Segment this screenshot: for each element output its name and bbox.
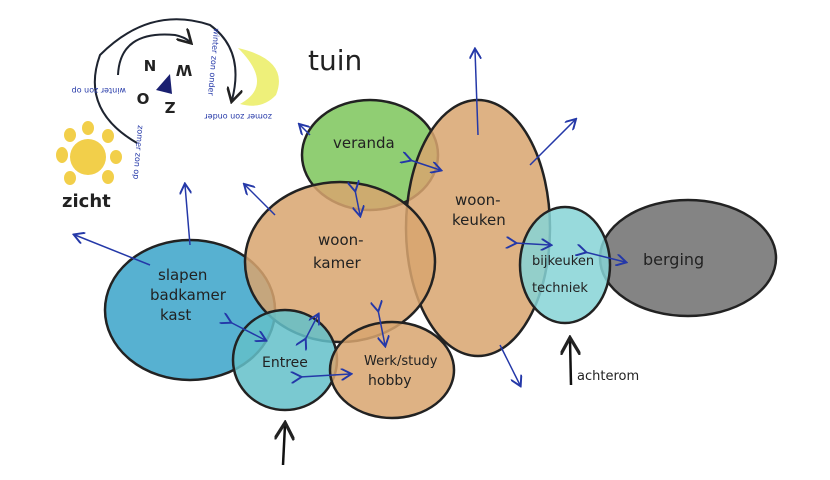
room-label-woonkamer: woon-: [318, 231, 364, 249]
back-entrance-label: achterom: [577, 369, 639, 384]
room-label-entree: Entree: [262, 355, 308, 371]
compass-rose: N O Z W winter zon onder winter zon op z…: [72, 28, 272, 180]
winter-sunrise-label: winter zon op: [72, 86, 126, 95]
room-label-woonkeuken-2: keuken: [452, 211, 506, 229]
entrance-arrows: [283, 340, 571, 466]
sun-path-arcs: [93, 18, 236, 144]
room-label-woonkamer-2: kamer: [313, 254, 361, 272]
room-label-techniek: techniek: [532, 281, 588, 296]
room-label-bijkeuken: bijkeuken: [532, 254, 594, 269]
room-label-berging: berging: [643, 250, 704, 269]
room-label-werk: Werk/study: [364, 354, 438, 369]
room-label-slapen: slapen: [158, 266, 207, 284]
room-label-woonkeuken: woon-: [455, 191, 501, 209]
relation-arrows: [75, 50, 625, 385]
view-label: zicht: [62, 191, 111, 212]
room-label-hobby: hobby: [368, 373, 412, 389]
compass-o: O: [137, 89, 150, 107]
garden-label: tuin: [308, 44, 362, 77]
compass-w: W: [175, 61, 192, 79]
winter-sunset-label: winter zon onder: [206, 28, 221, 97]
room-label-veranda: veranda: [333, 134, 395, 152]
compass-z: Z: [164, 98, 175, 116]
sun-icon: [56, 121, 122, 185]
moon-icon: [238, 48, 279, 106]
room-label-kast: kast: [160, 306, 191, 324]
summer-sunset-label: zomer zon onder: [204, 112, 272, 121]
summer-sunrise-label: zomer zon op: [131, 125, 145, 180]
compass-n: N: [144, 56, 157, 74]
room-label-badkamer: badkamer: [150, 286, 227, 304]
bubble-werk: [328, 320, 456, 420]
